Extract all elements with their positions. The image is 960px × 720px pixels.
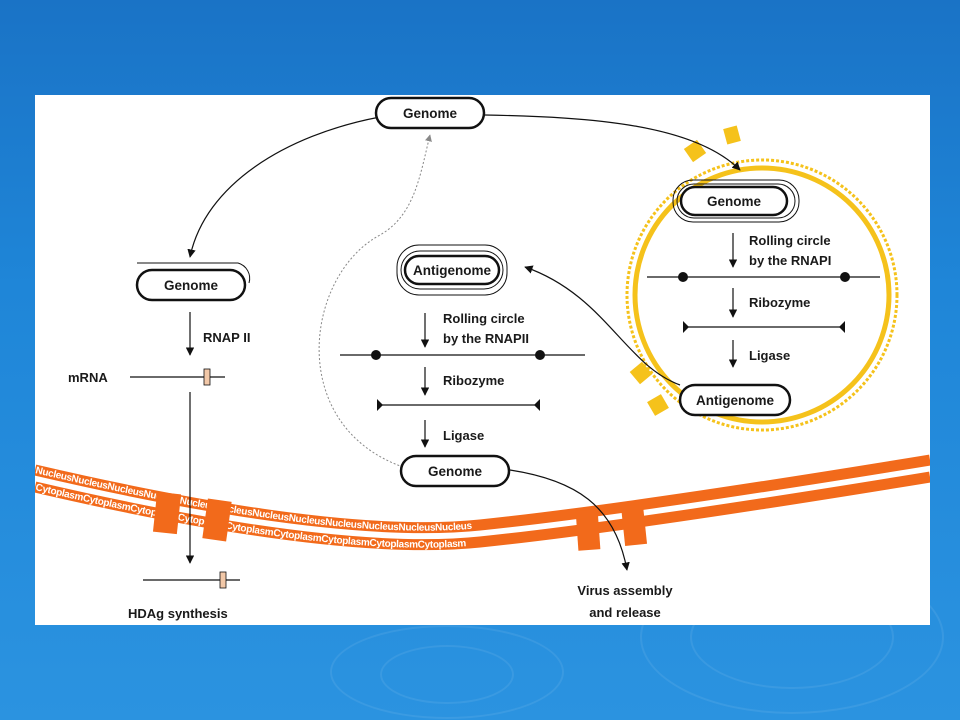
- nuclear-pore: [620, 503, 648, 547]
- svg-text:Antigenome: Antigenome: [696, 393, 774, 408]
- nucleolus-pore: [683, 139, 707, 163]
- antigenome-mid-node: Antigenome: [396, 244, 508, 296]
- nucleolus-pore: [723, 125, 741, 145]
- strand-dot: [840, 272, 850, 282]
- ribozyme-right-label: Ribozyme: [749, 295, 810, 310]
- genome-right-node: Genome: [672, 179, 800, 223]
- strand-dot: [535, 350, 545, 360]
- svg-text:Antigenome: Antigenome: [413, 263, 491, 278]
- strand-end: [534, 399, 540, 411]
- arrow-genome-to-nucleolus: [484, 114, 741, 171]
- nuclear-pore: [152, 491, 182, 535]
- arrow-genome-to-left: [187, 116, 381, 258]
- mrna-marker: [203, 368, 211, 386]
- rolling-circle-rnap1-label-1: Rolling circle: [749, 233, 831, 248]
- nucleolus-pore: [629, 361, 653, 385]
- virus-assembly-label-2: and release: [589, 605, 661, 620]
- svg-text:Genome: Genome: [164, 278, 219, 293]
- background-ripple: [380, 645, 514, 704]
- arrow-genome-return-dotted: [318, 134, 432, 468]
- arrow-genome-to-virus: [509, 469, 630, 571]
- arrow-antigenome-return: [524, 265, 681, 386]
- svg-text:Genome: Genome: [403, 106, 458, 121]
- rnap2-label: RNAP II: [203, 330, 250, 345]
- strand-end: [839, 321, 845, 333]
- rolling-circle-rnap2-label-2: by the RNAPII: [443, 331, 529, 346]
- antigenome-right-node: Antigenome: [678, 383, 792, 417]
- hdv-replication-diagram: NucleusNucleusNucleusNucleusNucleusNucle…: [35, 96, 930, 621]
- genome-top-node: Genome: [374, 96, 486, 130]
- virus-assembly-label-1: Virus assembly: [577, 583, 673, 598]
- ligase-right-label: Ligase: [749, 348, 790, 363]
- strand-end: [683, 321, 689, 333]
- strand-dot: [678, 272, 688, 282]
- ribozyme-mid-label: Ribozyme: [443, 373, 504, 388]
- nucleolus-pore: [647, 394, 669, 416]
- genome-bottom-node: Genome: [399, 454, 511, 488]
- hdag-synthesis-label: HDAg synthesis: [128, 606, 228, 621]
- genome-left-node: Genome: [135, 262, 251, 302]
- rolling-circle-rnap1-label-2: by the RNAPI: [749, 253, 831, 268]
- diagram-panel: NucleusNucleusNucleusNucleusNucleusNucle…: [35, 95, 930, 625]
- strand-end: [377, 399, 383, 411]
- nuclear-pore: [202, 498, 232, 542]
- svg-text:Genome: Genome: [707, 194, 762, 209]
- rolling-circle-rnap2-label-1: Rolling circle: [443, 311, 525, 326]
- nucleolus-membrane: [625, 125, 899, 432]
- nuclear-pore: [575, 509, 601, 551]
- svg-text:Genome: Genome: [428, 464, 483, 479]
- strand-dot: [371, 350, 381, 360]
- protein-marker: [219, 571, 227, 589]
- background-ripple: [330, 625, 564, 719]
- ligase-mid-label: Ligase: [443, 428, 484, 443]
- mrna-label: mRNA: [68, 370, 108, 385]
